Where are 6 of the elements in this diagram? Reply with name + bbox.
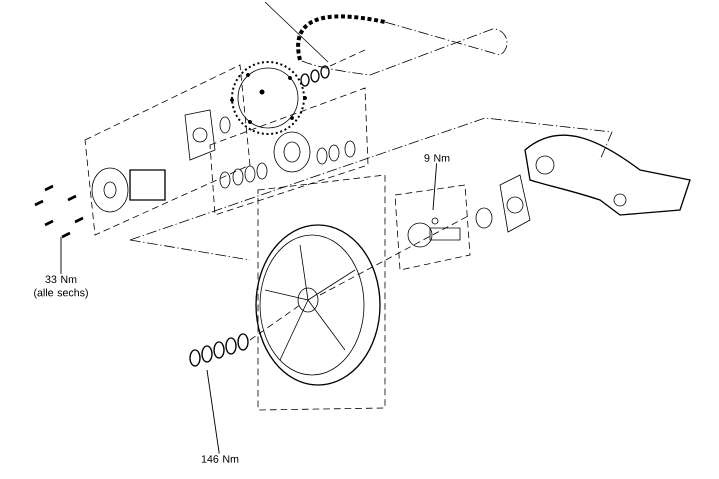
torque-label: 146 Nm xyxy=(202,455,238,463)
leader-line xyxy=(60,236,62,274)
leader-line xyxy=(206,370,220,454)
torque-label: 9 Nm xyxy=(424,154,450,162)
leader-line xyxy=(432,162,438,210)
torque-label: 33 Nm (alle sechs) xyxy=(34,276,88,298)
